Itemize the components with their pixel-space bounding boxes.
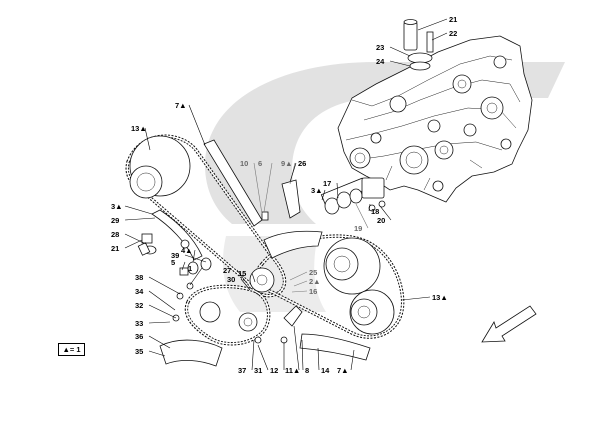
leader-line <box>336 182 339 199</box>
leader-line <box>148 335 171 349</box>
callout-16: 16 <box>309 287 317 296</box>
callout-6: 6 <box>258 159 262 168</box>
callout-5: 5 <box>171 258 175 267</box>
chain-guides <box>151 139 371 367</box>
leader-line <box>289 162 297 183</box>
callout-19: 19 <box>354 224 362 233</box>
callout-13b: 13▲ <box>432 293 448 302</box>
leader-line <box>355 203 369 229</box>
callout-labels: 21 22 23 24 7▲ 13▲ 10 6 9▲ 26 3▲ 17 18 2… <box>111 15 457 375</box>
leader-line <box>301 339 304 371</box>
leader-line <box>124 239 143 249</box>
callout-31: 31 <box>254 366 262 375</box>
leader-line <box>124 233 147 245</box>
callout-23: 23 <box>376 43 384 52</box>
leader-line <box>350 349 355 371</box>
callout-28: 28 <box>111 230 119 239</box>
leader-line <box>379 205 392 221</box>
callout-39: 39 <box>171 251 179 260</box>
leader-line <box>124 205 153 215</box>
leader-line <box>181 261 186 271</box>
cam-sprockets <box>129 135 395 335</box>
leader-lines <box>124 18 448 371</box>
callout-20: 20 <box>377 216 385 225</box>
callout-12: 12 <box>270 366 278 375</box>
callout-33: 33 <box>135 319 143 328</box>
callout-25: 25 <box>309 268 317 277</box>
callout-17: 17 <box>323 179 331 188</box>
watermark-swoosh <box>205 62 565 312</box>
leader-line <box>240 278 251 291</box>
callout-29: 29 <box>111 216 119 225</box>
leader-line <box>291 290 308 293</box>
callout-4: 4▲ <box>181 246 193 255</box>
leader-line <box>188 104 206 146</box>
leader-line <box>124 217 156 221</box>
callout-15: 15 <box>238 269 246 278</box>
callout-36: 36 <box>135 332 143 341</box>
leader-line <box>401 296 431 301</box>
callout-8: 8 <box>305 366 309 375</box>
leader-line <box>368 203 371 212</box>
callout-22: 22 <box>449 29 457 38</box>
tensioner-assembly <box>320 177 386 215</box>
leader-line <box>289 271 308 281</box>
engine-block <box>337 19 533 203</box>
leader-line <box>148 321 171 324</box>
callout-21a: 21 <box>449 15 457 24</box>
legend-text: ▲= 1 <box>62 345 81 354</box>
callout-7a: 7▲ <box>175 101 187 110</box>
leader-line <box>263 162 273 213</box>
leader-line <box>389 60 411 67</box>
callout-2: 2▲ <box>309 277 321 286</box>
callout-10: 10 <box>240 159 248 168</box>
callout-30: 30 <box>227 275 235 284</box>
callout-24: 24 <box>376 57 385 66</box>
callout-9: 9▲ <box>281 159 293 168</box>
leader-line <box>148 276 181 295</box>
leader-line <box>192 249 196 263</box>
leader-line <box>148 350 166 357</box>
leader-line <box>389 46 411 57</box>
leader-line <box>321 189 326 201</box>
leader-line <box>144 127 151 151</box>
leader-line <box>417 18 448 31</box>
direction-arrow <box>481 305 537 343</box>
callout-27: 27 <box>223 266 231 275</box>
callout-11: 11▲ <box>285 366 300 375</box>
legend-box: ▲= 1 <box>58 343 85 356</box>
leader-line <box>251 339 255 371</box>
leader-line <box>293 280 308 287</box>
callout-13a: 13▲ <box>131 124 147 133</box>
leader-line <box>236 269 247 283</box>
callout-32: 32 <box>135 301 143 310</box>
callout-21b: 21 <box>111 244 119 253</box>
callout-35: 35 <box>135 347 143 356</box>
callout-37: 37 <box>238 366 246 375</box>
leader-line <box>257 344 269 371</box>
callout-26: 26 <box>298 159 306 168</box>
callout-3a: 3▲ <box>111 202 123 211</box>
callout-7b: 7▲ <box>337 366 349 375</box>
leader-line <box>317 347 320 371</box>
leader-line <box>189 267 203 286</box>
leader-line <box>184 254 207 263</box>
callout-14: 14 <box>321 366 330 375</box>
callout-3b: 3▲ <box>311 186 323 195</box>
leader-line <box>253 162 263 215</box>
leader-line <box>431 32 448 41</box>
leader-line <box>148 290 176 311</box>
callout-18: 18 <box>371 207 379 216</box>
leader-line <box>148 304 177 319</box>
callout-38: 38 <box>135 273 143 282</box>
callout-34: 34 <box>135 287 144 296</box>
leader-line <box>293 325 300 371</box>
leader-line <box>251 272 256 283</box>
callout-1: 1 <box>188 264 192 273</box>
